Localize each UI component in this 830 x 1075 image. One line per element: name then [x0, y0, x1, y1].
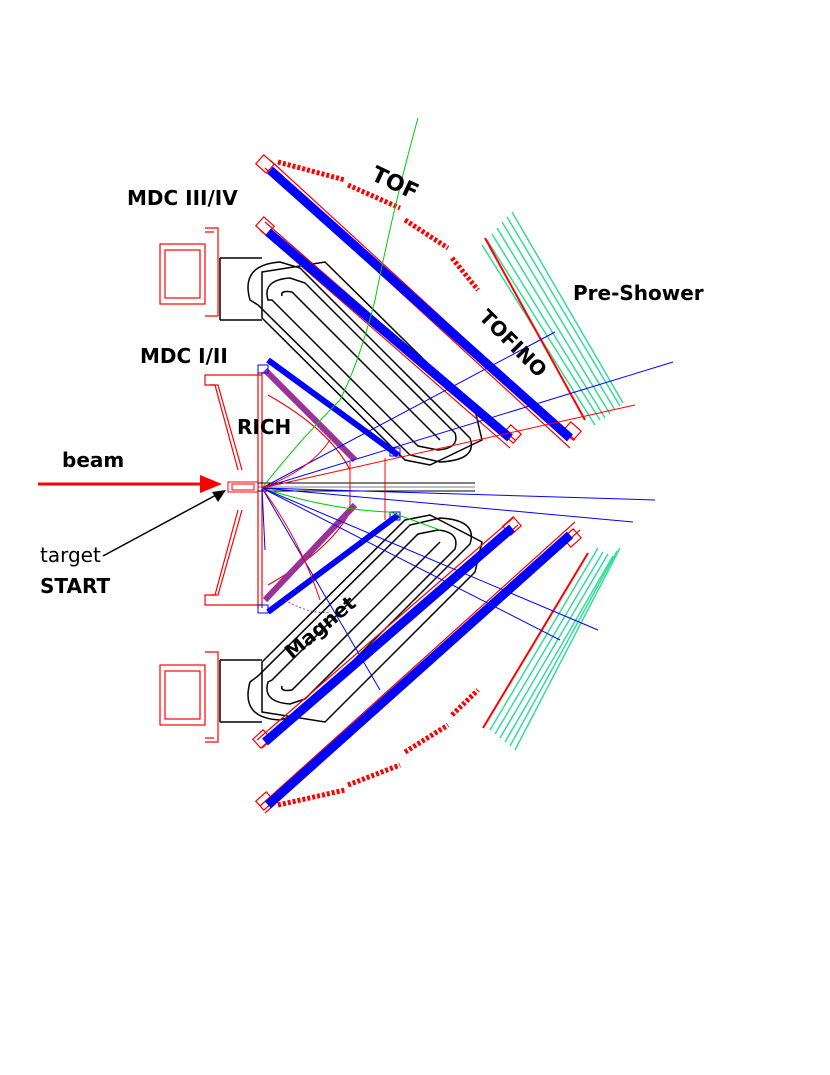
tofino-plane — [482, 237, 589, 729]
label-mdc-inner: MDC I/II — [140, 344, 228, 368]
magnet-coil-lower — [219, 514, 483, 723]
magnet-coil-upper — [219, 257, 483, 466]
beam-arrow — [38, 475, 222, 493]
label-rich: RICH — [237, 415, 291, 439]
particle-tracks — [261, 117, 674, 691]
magnet-support-lower — [159, 651, 219, 743]
mdc-outer-lower — [262, 524, 573, 809]
mdc-outer-upper — [265, 166, 573, 442]
magnet-support-upper — [159, 227, 219, 317]
tof-wall-upper — [277, 159, 480, 292]
tof-wall-lower — [277, 688, 480, 808]
target-pointer-arrow — [102, 490, 226, 557]
label-mdc-outer: MDC III/IV — [127, 186, 238, 210]
pre-shower-lower — [489, 547, 621, 751]
label-beam: beam — [62, 448, 124, 472]
beam-pipe — [227, 458, 475, 520]
label-start: START — [40, 574, 110, 598]
label-target: target — [40, 543, 101, 567]
label-pre-shower: Pre-Shower — [573, 281, 704, 305]
